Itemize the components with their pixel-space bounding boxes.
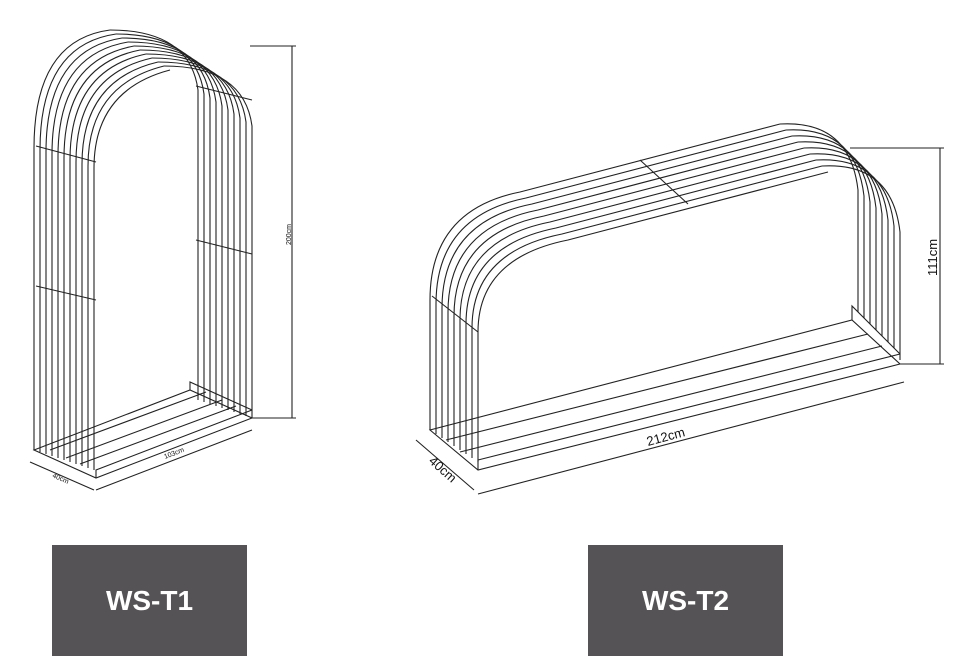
model-name-ws-t1: WS-T1 xyxy=(105,584,194,616)
ws-t1-width-line xyxy=(95,429,253,491)
model-label-ws-t1: WS-T1 xyxy=(52,545,247,656)
ws-t1-front-ribs xyxy=(33,29,171,470)
ws-t1-back-ribs xyxy=(109,29,253,418)
ws-t2-depth-line xyxy=(415,439,475,491)
ws-t2-back-ribs xyxy=(779,123,901,360)
ws-t2-depth-label: 40cm xyxy=(426,453,460,485)
ws-t1-width-label: 103cm xyxy=(163,447,185,461)
ws-t1-drawing xyxy=(29,29,296,491)
ws-t2-front-ribs xyxy=(429,123,829,462)
model-label-ws-t2: WS-T2 xyxy=(588,545,783,656)
model-name-ws-t2: WS-T2 xyxy=(641,584,730,616)
ws-t2-drawing xyxy=(415,123,944,495)
ws-t2-height-label: 111cm xyxy=(925,239,940,276)
ws-t1-height-label: 200cm xyxy=(286,224,293,245)
ws-t1-base xyxy=(32,381,254,479)
ws-t1-depth-line xyxy=(29,461,95,491)
ws-t1-depth-label: 40cm xyxy=(51,472,70,485)
ws-t2-width-line xyxy=(477,381,905,495)
